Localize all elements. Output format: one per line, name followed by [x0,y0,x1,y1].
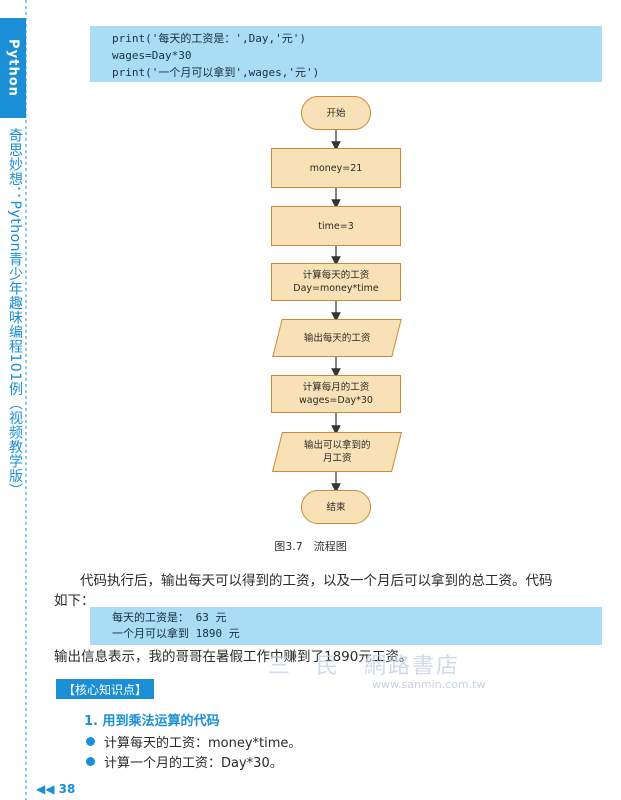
page-number: ◀◀ 38 [36,782,76,796]
paragraph-1: 代码执行后，输出每天可以得到的工资，以及一个月后可以拿到的总工资。代码 如下： [54,571,614,611]
flow-output-day: 输出每天的工资 [272,319,402,357]
section-title: 1. 用到乘法运算的代码 [84,714,220,729]
sidebar-divider [25,0,27,800]
code-line: print('一个月可以拿到',wages,'元') [112,66,320,79]
bullet-item: 计算每天的工资：money*time。 [86,732,301,751]
bullet-dot-icon [86,757,95,766]
sidebar: Python 奇思妙想：Python青少年趣味编程101例（视频教学版） [0,0,28,800]
knowledge-heading: 【核心知识点】 [56,679,154,699]
bullet-item: 计算一个月的工资：Day*30。 [86,752,283,771]
flowchart-connectors [331,130,341,493]
output-line: 一个月可以拿到 1890 元 [112,627,240,640]
flow-step-time: time=3 [271,206,401,246]
flow-step-money: money=21 [271,148,401,188]
flow-end: 结束 [301,490,371,524]
code-block-top: print('每天的工资是：',Day,'元') wages=Day*30 pr… [90,26,602,82]
code-output-block: 每天的工资是： 63 元 一个月可以拿到 1890 元 [90,607,602,645]
code-line: wages=Day*30 [112,49,192,62]
output-line: 每天的工资是： 63 元 [112,611,227,624]
flow-step-day: 计算每天的工资 Day=money*time [271,263,401,301]
code-line: print('每天的工资是：',Day,'元') [112,32,306,45]
sidebar-tab: Python [0,18,26,118]
flow-step-wages: 计算每月的工资 wages=Day*30 [271,375,401,413]
watermark-logo: 三 民 網路書店 [268,654,461,679]
flow-start: 开始 [301,96,371,130]
book-title: 奇思妙想：Python青少年趣味编程101例（视频教学版） [7,128,23,498]
watermark-url: www.sanmin.com.tw [372,678,486,691]
paragraph-1-line-2: 如下： [54,593,95,609]
paragraph-1-line-1: 代码执行后，输出每天可以得到的工资，以及一个月后可以拿到的总工资。代码 [80,573,553,589]
figure-caption: 图3.7 流程图 [274,540,347,553]
bullet-dot-icon [86,737,95,746]
flow-output-wages: 输出可以拿到的 月工资 [272,432,402,472]
paragraph-2: 输出信息表示，我的哥哥在暑假工作中赚到了1890元工资。 [54,649,413,665]
